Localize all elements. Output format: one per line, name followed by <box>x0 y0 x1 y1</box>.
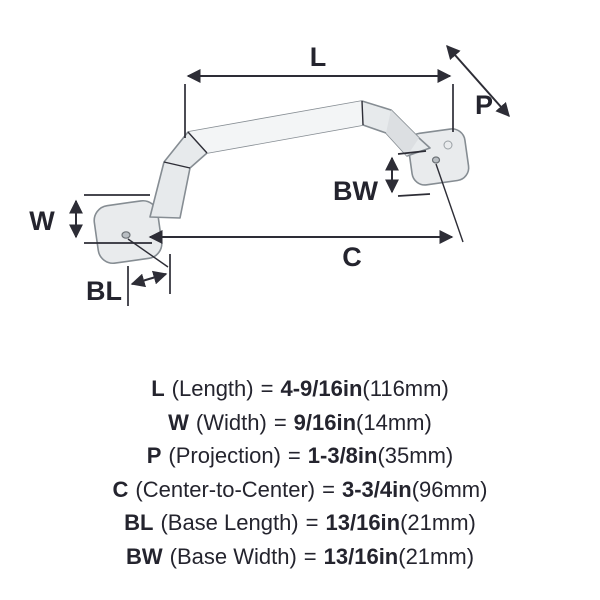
handle-diagram-svg: L P W BW <box>29 42 510 306</box>
spec-metric: (14mm) <box>356 409 432 435</box>
spec-name: (Center-to-Center) <box>135 476 316 502</box>
dimension-projection: P <box>446 44 510 120</box>
facet-line <box>361 100 364 126</box>
pull-handle-illustration <box>93 100 470 265</box>
label-center: C <box>342 242 362 272</box>
spec-equals: = <box>260 376 274 401</box>
spec-symbol: P <box>146 443 162 468</box>
dimension-base-length-line <box>130 270 168 288</box>
spec-row-center: C(Center-to-Center)=3-3/4in(96mm) <box>0 473 600 507</box>
spec-value: 1-3/8in <box>307 443 378 468</box>
dimension-center: C <box>148 163 464 272</box>
spec-equals: = <box>273 409 287 435</box>
label-length: L <box>310 42 327 72</box>
stamp-mark <box>443 140 453 150</box>
spec-row-base-length: BL(Base Length)=13/16in(21mm) <box>0 506 600 540</box>
spec-metric: (96mm) <box>411 476 488 502</box>
spec-symbol: C <box>112 476 129 502</box>
leader-line <box>127 238 169 268</box>
spec-symbol: L <box>151 376 165 401</box>
spec-row-length: L(Length)=4-9/16in(116mm) <box>0 372 600 406</box>
facet-line <box>187 131 208 154</box>
handle-top-face <box>188 101 363 153</box>
label-projection: P <box>475 90 493 120</box>
spec-metric: (116mm) <box>362 376 449 401</box>
handle-right-bevel <box>386 110 419 156</box>
spec-symbol: BL <box>124 510 154 535</box>
spec-row-projection: P(Projection)=1-3/8in(35mm) <box>0 439 600 473</box>
facet-line <box>163 161 191 169</box>
spec-name: (Length) <box>171 376 254 401</box>
spec-list: L(Length)=4-9/16in(116mm) W(Width)=9/16i… <box>0 372 600 573</box>
dimension-base-length: BL <box>86 238 171 306</box>
spec-row-base-width: BW(Base Width)=13/16in(21mm) <box>0 540 600 574</box>
spec-name: (Base Length) <box>160 510 299 535</box>
spec-equals: = <box>287 443 301 468</box>
dimension-base-width: BW <box>333 150 431 206</box>
spec-value: 4-9/16in <box>280 376 363 401</box>
spec-name: (Base Width) <box>169 543 297 569</box>
spec-equals: = <box>322 476 335 502</box>
dimension-width: W <box>29 194 152 244</box>
spec-value: 13/16in <box>325 510 401 535</box>
handle-diagram: L P W BW <box>0 4 600 348</box>
spec-value: 13/16in <box>323 543 399 569</box>
spec-metric: (21mm) <box>400 510 476 535</box>
spec-equals: = <box>305 510 319 535</box>
label-base-width: BW <box>333 176 378 206</box>
label-base-length: BL <box>86 276 122 306</box>
extension-line <box>397 150 427 155</box>
spec-row-width: W(Width)=9/16in(14mm) <box>0 406 600 440</box>
extension-line <box>397 193 431 197</box>
spec-equals: = <box>303 543 317 569</box>
extension-line <box>435 163 464 243</box>
spec-name: (Projection) <box>168 443 281 468</box>
spec-name: (Width) <box>195 409 267 435</box>
right-screw-hole <box>431 156 441 164</box>
left-screw-hole <box>121 231 131 239</box>
dimension-projection-line <box>446 44 510 118</box>
spec-metric: (35mm) <box>377 443 454 468</box>
spec-metric: (21mm) <box>398 543 475 569</box>
spec-value: 9/16in <box>293 409 357 435</box>
spec-symbol: BW <box>125 543 163 569</box>
spec-value: 3-3/4in <box>341 476 412 502</box>
label-width: W <box>29 206 55 236</box>
spec-symbol: W <box>168 409 189 435</box>
